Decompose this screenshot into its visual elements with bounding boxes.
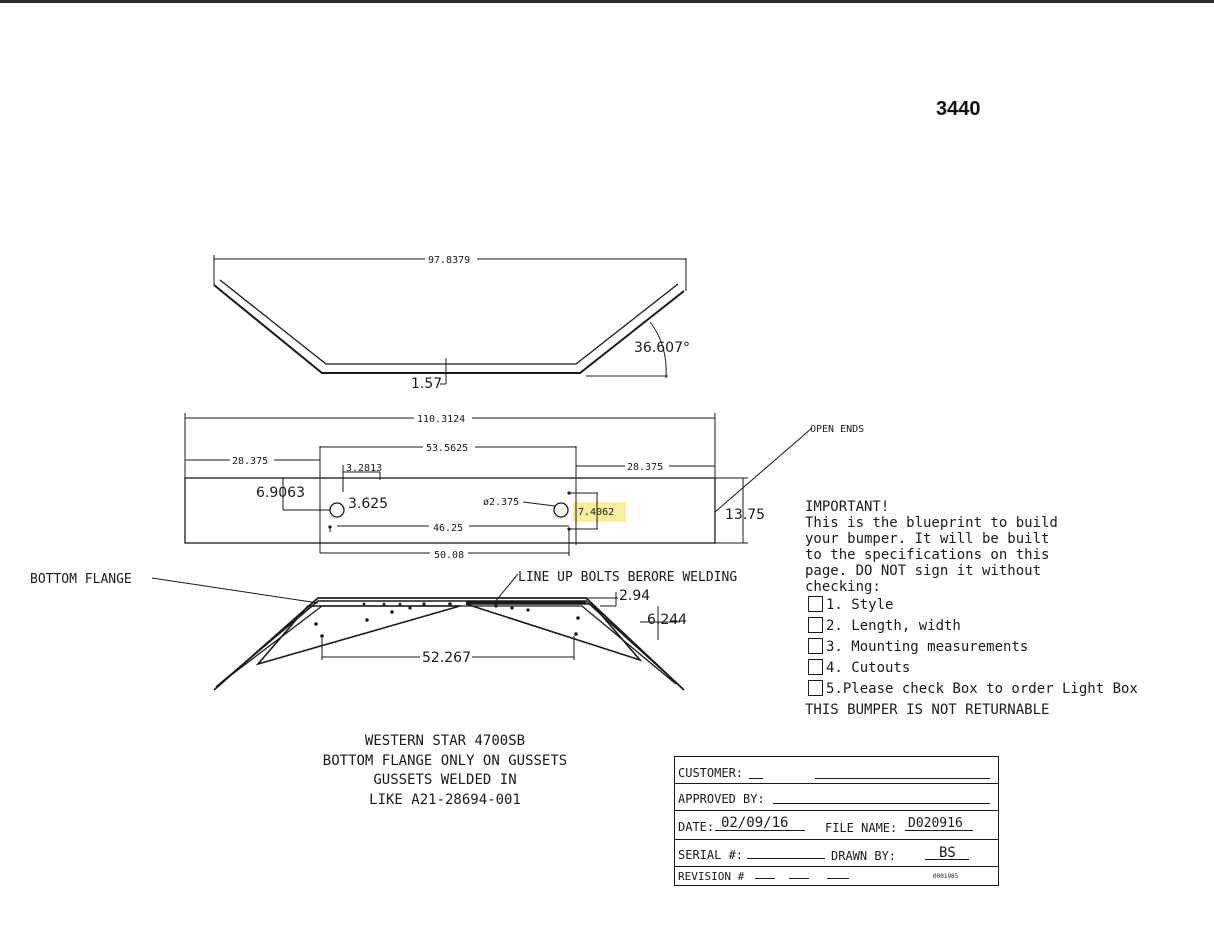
angle-arc (649, 321, 667, 379)
approved-field[interactable] (773, 790, 990, 804)
customer-label: CUSTOMER: (678, 766, 744, 780)
highlight-mark (573, 502, 626, 522)
dim-hole-offset-y: 3.625 (348, 496, 388, 512)
important-body: This is the blueprint to build your bump… (805, 515, 1058, 595)
drawing-notes: WESTERN STAR 4700SB BOTTOM FLANGE ONLY O… (290, 732, 600, 810)
row-revision: REVISION # 0001985 (675, 867, 998, 885)
checklist-item-length-width[interactable]: 2. Length, width (805, 616, 1205, 637)
not-returnable-notice: THIS BUMPER IS NOT RETURNABLE (805, 702, 1050, 718)
title-block: CUSTOMER: APPROVED BY: DATE: 02/09/16 FI… (674, 756, 999, 886)
revision-field-3[interactable] (827, 867, 849, 879)
label-bottom-flange: BOTTOM FLANGE (30, 572, 132, 587)
doc-code: 0001985 (933, 873, 959, 880)
important-notice: IMPORTANT! This is the blueprint to buil… (805, 499, 1205, 718)
dim-left-end: 28.375 (232, 456, 268, 467)
part-number: 3440 (936, 98, 981, 120)
note-gussets: GUSSETS WELDED IN (373, 772, 517, 788)
checkbox-light-box[interactable] (808, 680, 823, 696)
dim-angle: 36.607° (634, 340, 690, 356)
front-view: 110.3124 53.5625 28.375 28.375 3.2813 6.… (184, 411, 864, 561)
serial-label: SERIAL #: (678, 848, 744, 862)
date-value[interactable]: 02/09/16 (721, 815, 789, 831)
label-line-up-bolts: LINE UP BOLTS BERORE WELDING (518, 570, 737, 585)
note-reference: LIKE A21-28694-001 (369, 791, 521, 808)
checklist-item-light-box[interactable]: 5.Please check Box to order Light Box (805, 679, 1205, 700)
top-view-outline-outer (213, 284, 685, 374)
mounting-hole-right (553, 502, 569, 518)
file-name-label: FILE NAME: (825, 821, 898, 835)
drawn-by-value[interactable]: BS (939, 845, 956, 861)
revision-label: REVISION # (678, 870, 745, 883)
dim-hole-height: 6.9063 (256, 485, 305, 501)
front-view-outline (184, 477, 716, 544)
gusset-left (255, 605, 461, 666)
checklist-item-style[interactable]: 1. Style (805, 595, 1205, 616)
date-label: DATE: (678, 820, 715, 834)
checkbox-length-width[interactable] (808, 617, 823, 633)
top-view: 97.8379 36.607° 1.57 (213, 252, 690, 392)
revision-field-2[interactable] (789, 867, 809, 879)
dim-overall-length: 110.3124 (417, 414, 465, 425)
checklist-item-cutouts[interactable]: 4. Cutouts (805, 658, 1205, 679)
dim-bottom-b: 6.244 (647, 612, 687, 628)
leader-bottom-flange (151, 577, 319, 604)
row-serial-drawn: SERIAL #: DRAWN BY: BS (675, 840, 998, 867)
scan-top-edge (0, 0, 1214, 3)
checkbox-mounting[interactable] (808, 638, 823, 654)
revision-field-1[interactable] (755, 867, 775, 879)
label-open-ends: OPEN ENDS (810, 424, 864, 435)
important-heading: IMPORTANT! (805, 499, 890, 515)
note-model: WESTERN STAR 4700SB (364, 733, 526, 749)
checkbox-cutouts[interactable] (808, 659, 823, 675)
dim-hole-spacing-mid: 46.25 (433, 523, 463, 534)
dim-height: 13.75 (725, 507, 765, 523)
dim-hole-spacing-short: 7.4062 (578, 507, 614, 518)
note-flange: BOTTOM FLANGE ONLY ON GUSSETS (322, 752, 568, 769)
dim-bottom-c: 52.267 (422, 650, 471, 666)
mounting-hole-left (329, 502, 345, 518)
checkbox-style[interactable] (808, 596, 823, 612)
dim-overall-width: 97.8379 (428, 255, 470, 266)
row-customer: CUSTOMER: (675, 757, 998, 784)
leader-open-ends (714, 427, 813, 513)
dim-right-end: 28.375 (627, 462, 663, 473)
row-date-file: DATE: 02/09/16 FILE NAME: D020916 (675, 811, 998, 840)
customer-field[interactable] (749, 765, 763, 779)
checklist-item-mounting[interactable]: 3. Mounting measurements (805, 637, 1205, 658)
dim-bottom-a: 2.94 (619, 588, 650, 604)
drawn-by-label: DRAWN BY: (831, 849, 897, 863)
dim-hole-spacing-long: 50.08 (434, 550, 464, 561)
dim-hole-diameter: ø2.375 (483, 497, 519, 508)
approved-label: APPROVED BY: (678, 792, 765, 806)
bottom-view-outline-outer (213, 597, 685, 691)
dim-hole-offset-x: 3.2813 (346, 463, 382, 474)
file-name-value[interactable]: D020916 (908, 816, 963, 831)
dim-center-section: 53.5625 (426, 443, 468, 454)
serial-field[interactable] (747, 845, 825, 859)
bottom-view: BOTTOM FLANGE LINE UP BOLTS BERORE WELDI… (30, 570, 737, 691)
row-approved: APPROVED BY: (675, 784, 998, 811)
top-view-outline-inner (219, 279, 679, 365)
dim-center-depth: 1.57 (411, 376, 442, 392)
